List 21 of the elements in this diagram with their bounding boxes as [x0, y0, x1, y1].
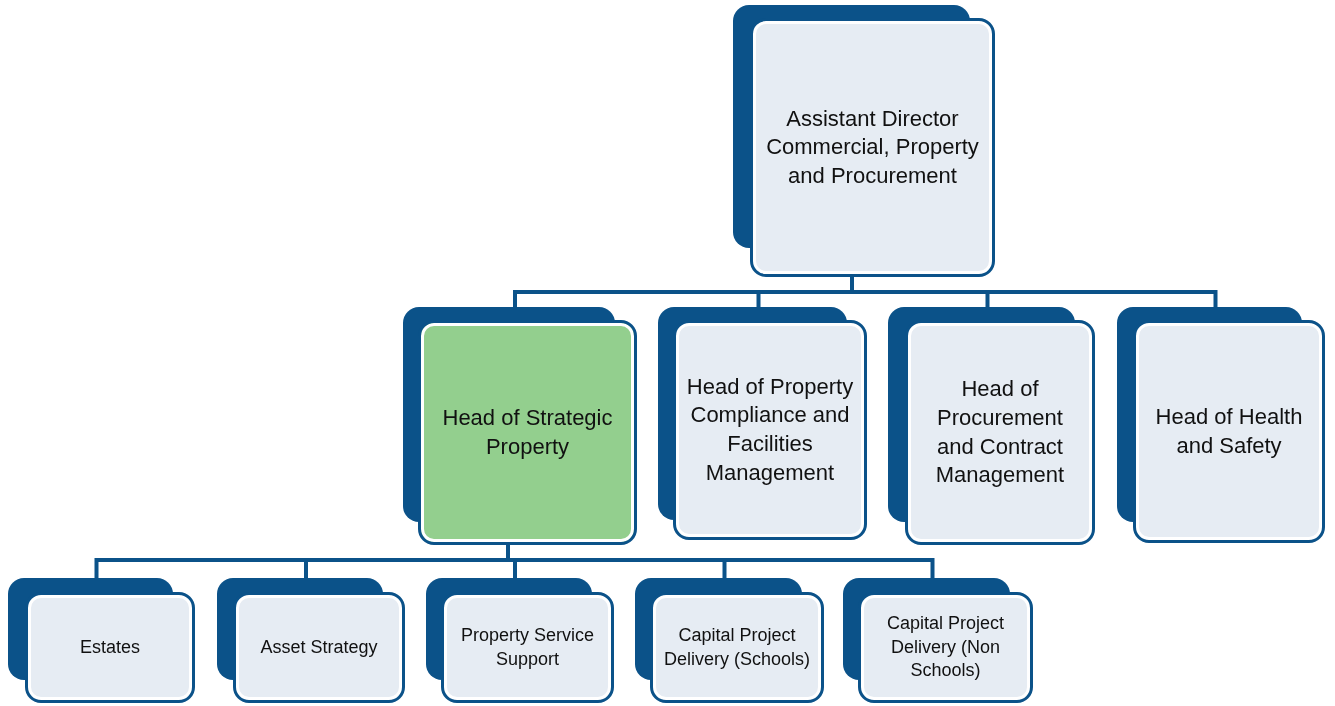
- org-card: [1117, 307, 1325, 543]
- role-title: Asset Strategy: [260, 635, 378, 659]
- org-card: [635, 578, 824, 703]
- org-card: [843, 578, 1033, 703]
- role-title: Capital Project Delivery (Schools): [662, 624, 811, 671]
- role-title: Head of Property Compliance and Facilities Management: [685, 372, 855, 487]
- org-card: [658, 307, 867, 540]
- org-card: [403, 307, 637, 545]
- role-title: Assistant Director Commercial, Property and Procurement: [765, 104, 980, 190]
- org-card: [426, 578, 614, 703]
- org-card: [733, 5, 995, 277]
- role-title: Property Service Support: [459, 624, 596, 671]
- role-title: Head of Strategic Property: [441, 403, 614, 461]
- org-card: [8, 578, 195, 703]
- role-title: Head of Health and Safety: [1154, 402, 1304, 460]
- org-card: [888, 307, 1095, 545]
- org-card: [217, 578, 405, 703]
- role-title: Head of Procurement and Contract Management: [934, 375, 1066, 490]
- connector-line: [506, 545, 935, 578]
- role-title: Estates: [80, 635, 140, 659]
- role-title: Capital Project Delivery (Non Schools): [885, 612, 1006, 683]
